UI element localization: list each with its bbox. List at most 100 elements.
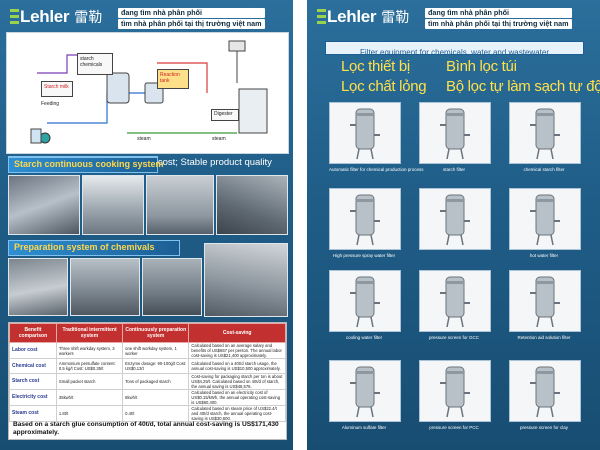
product-caption: High pressure spray water filter xyxy=(332,253,396,258)
brand-cn-name: 雷勒 xyxy=(74,11,103,26)
starch-milk-tank: Starch milk xyxy=(41,81,73,97)
table-row: Steam cost 1.8t/t 0.4t/t Calculated base… xyxy=(9,405,286,422)
filter-heading: Filter equipment for chemicals, water an… xyxy=(360,48,549,57)
starch-chemicals-tank: starch chemicals xyxy=(77,53,113,75)
cell: Tons of packaged starch xyxy=(122,373,190,390)
cell: Calculated based on steam price of US$22… xyxy=(188,405,286,422)
cell: Chemical cost xyxy=(9,358,57,374)
reaction-tank-label: Reaction tank xyxy=(160,72,180,84)
product-item: hot water filter xyxy=(509,188,581,258)
header-cost-saving: Cost-saving xyxy=(188,323,286,343)
section-heading-1: Starch continuous cooking system xyxy=(8,157,164,173)
brand-name: Lehler xyxy=(20,7,70,26)
filter-product-image xyxy=(419,188,491,250)
process-diagram-lines xyxy=(30,40,268,144)
filter-product-image xyxy=(329,188,401,250)
cell: Electricity cost xyxy=(9,389,57,406)
poster-filter-equipment: Lehler 雷勒 đang tìm nhà phân phối tìm nhà… xyxy=(307,0,600,450)
product-caption: pressure screen for clay xyxy=(519,425,569,430)
product-item: Aluminum sulfate filter xyxy=(329,360,401,430)
product-caption: starch filter xyxy=(442,167,465,172)
product-caption: pressure screen for PCC xyxy=(429,425,479,430)
tagline-line-1: đang tìm nhà phân phối xyxy=(118,8,265,18)
product-item xyxy=(419,188,491,253)
cell: Three shift workday system, 3 workers xyxy=(55,342,124,359)
steam-label-2: steam xyxy=(212,136,226,142)
section-heading-2: Preparation system of chemivals xyxy=(8,240,180,256)
starch-milk-label: Starch milk xyxy=(44,84,69,90)
filter-product-image xyxy=(419,102,491,164)
cell: Ammonium persulfate content: 0.5 kg/t Co… xyxy=(55,358,124,374)
product-item: chemical starch filter xyxy=(509,102,581,172)
product-caption: Aluminum sulfate filter xyxy=(341,425,387,430)
photo-cooking-1 xyxy=(8,175,80,235)
cell: Enzyme dosage: 90-100g/t Cost: US$0.13/t xyxy=(122,358,190,374)
cell: Calculated based on an average salary an… xyxy=(188,342,286,359)
cell: 8kwh/t xyxy=(122,389,190,406)
product-item: pressure screen for clay xyxy=(509,360,581,430)
filter-product-image xyxy=(329,270,401,332)
vn-title-3: Lọc chất lỏng xyxy=(341,78,427,95)
filter-product-image xyxy=(509,270,581,332)
vn-title-1: Lọc thiết bị xyxy=(341,58,410,75)
cell: Starch cost xyxy=(9,373,57,390)
vn-title-2: Bình lọc túi xyxy=(446,58,517,75)
feeding-label: Feeding xyxy=(41,101,60,107)
product-item: pressure screen for GCC xyxy=(419,270,491,340)
cell: Calculated based on a 40t/d starch usage… xyxy=(188,358,286,374)
product-item: High pressure spray water filter xyxy=(329,188,401,258)
product-caption: Automatic filter for chemical production… xyxy=(329,167,424,172)
photo-cooking-2 xyxy=(82,175,144,235)
filter-product-image xyxy=(419,360,491,422)
brand-logo: Lehler 雷勒 xyxy=(10,7,102,27)
digester: Digester xyxy=(211,109,239,121)
section-heading-1-text: Starch continuous cooking system xyxy=(14,159,164,169)
product-caption: Retention aid solution filter xyxy=(517,335,571,340)
product-caption: cooling water filter xyxy=(345,335,383,340)
header-continuous: Continuously preparation system xyxy=(122,323,190,343)
steam-label-1: steam xyxy=(137,136,151,142)
cell: Small packet starch xyxy=(55,373,124,390)
cell: 0.4t/t xyxy=(122,405,190,422)
logo-mark-icon xyxy=(10,8,19,26)
table-row: Electricity cost 35kwh/t 8kwh/t Calculat… xyxy=(9,389,286,406)
filter-product-image xyxy=(329,102,401,164)
process-diagram: starch chemicals Starch milk Feeding Rea… xyxy=(6,32,289,154)
brand-cn-name: 雷勒 xyxy=(381,11,410,26)
filter-product-image xyxy=(509,360,581,422)
brand-name: Lehler xyxy=(327,7,377,26)
tagline-line-2: tìm nhà phân phối tại thị trường việt na… xyxy=(425,19,572,29)
filter-product-image xyxy=(419,270,491,332)
logo-mark-icon xyxy=(317,8,326,26)
header-benefit: Benefit comparison xyxy=(9,323,57,343)
table-row: Starch cost Small packet starch Tons of … xyxy=(9,373,286,390)
starch-chemicals-label: starch chemicals xyxy=(80,56,103,68)
filter-product-image xyxy=(329,360,401,422)
reaction-tank: Reaction tank xyxy=(157,69,189,89)
product-item: Retention aid solution filter xyxy=(509,270,581,340)
table-row: Chemical cost Ammonium persulfate conten… xyxy=(9,358,286,374)
product-caption: hot water filter xyxy=(529,253,559,258)
cell: Labor cost xyxy=(9,342,57,359)
filter-product-image xyxy=(509,102,581,164)
photo-prep-2 xyxy=(70,258,140,316)
vn-title-4: Bộ lọc tự làm sạch tự động xyxy=(446,78,600,95)
cost-saving-note: Based on a starch glue consumption of 40… xyxy=(13,421,279,436)
table-row: Labor cost Three shift workday system, 3… xyxy=(9,342,286,359)
cell: one shift workday system, 1 worker xyxy=(122,342,190,359)
cell: Steam cost xyxy=(9,405,57,422)
product-caption: pressure screen for GCC xyxy=(428,335,480,340)
section-heading-2-text: Preparation system of chemivals xyxy=(14,242,155,252)
brand-logo: Lehler 雷勒 xyxy=(317,7,409,27)
filter-heading-bar: Filter equipment for chemicals, water an… xyxy=(325,41,584,57)
product-item: starch filter xyxy=(419,102,491,172)
product-item: Automatic filter for chemical production… xyxy=(329,102,424,172)
digester-label: Digester xyxy=(214,111,233,117)
cell: 1.8t/t xyxy=(55,405,124,422)
cell: Cost-saving for packaging starch per ton… xyxy=(188,373,286,390)
tagline: đang tìm nhà phân phối tìm nhà phân phối… xyxy=(425,8,572,30)
tagline: đang tìm nhà phân phối tìm nhà phân phối… xyxy=(118,8,265,30)
photo-prep-4 xyxy=(204,243,288,317)
filter-product-image xyxy=(509,188,581,250)
photo-prep-1 xyxy=(8,258,68,316)
